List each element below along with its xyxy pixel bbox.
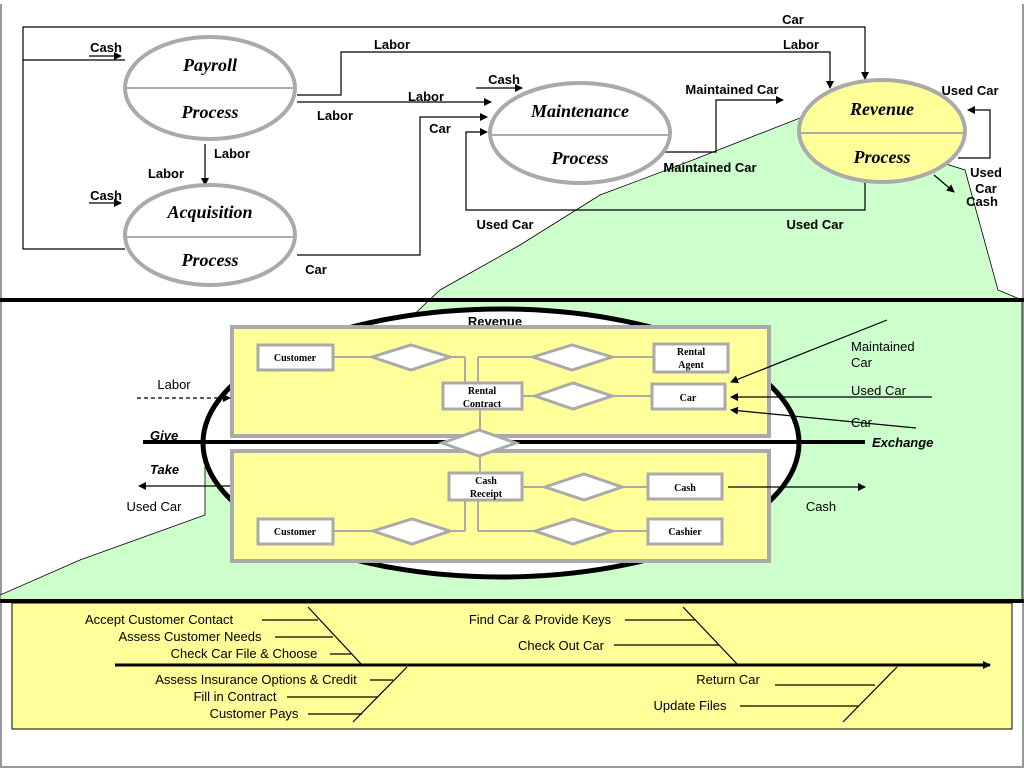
acquisition-title: Acquisition: [166, 202, 252, 222]
label-labor-to-maintenance: Labor: [408, 89, 444, 104]
diamond-exchange: [437, 428, 521, 458]
flow-left-bus: [22, 60, 125, 250]
rental-agent-line2: Agent: [678, 360, 704, 371]
activity-fill-contract: Fill in Contract: [193, 689, 276, 704]
label-labor-payroll-out: Labor: [317, 108, 353, 123]
flow-car-maintenance: [297, 113, 488, 256]
label-car-acquisition-out: Car: [305, 262, 327, 277]
entity-customer-bottom: Customer: [256, 517, 335, 546]
rental-agent-line1: Rental: [677, 347, 706, 358]
payroll-subtitle: Process: [181, 102, 239, 122]
label-car-top: Car: [782, 12, 804, 27]
acquisition-subtitle: Process: [181, 250, 239, 270]
activities-fishbone: Accept Customer Contact Assess Customer …: [11, 602, 1013, 730]
diamond-customer-lower: [368, 517, 455, 546]
acquisition-process: Acquisition Process: [123, 183, 297, 287]
label-car-right: Car: [851, 415, 873, 430]
svg-text:Customer: Customer: [274, 527, 317, 538]
label-used-car-left: Used Car: [127, 499, 183, 514]
payroll-title: Payroll: [182, 55, 237, 75]
payroll-process: Payroll Process: [123, 35, 297, 141]
activity-customer-pays: Customer Pays: [210, 706, 299, 721]
flow-car-top: [22, 26, 869, 80]
label-maintained-2: Car: [851, 355, 873, 370]
diamond-cashier: [530, 517, 617, 546]
revenue-subtitle: Process: [853, 147, 911, 167]
label-labor-rea: Labor: [157, 377, 191, 392]
svg-text:Car: Car: [680, 393, 697, 404]
label-cash-right: Cash: [806, 499, 836, 514]
process-model: Payroll Process Acquisition Process Main…: [22, 12, 1002, 287]
maintenance-process: Maintenance Process: [488, 81, 672, 185]
label-maintained-car-lower: Maintained Car: [663, 160, 756, 175]
maintenance-title: Maintenance: [530, 101, 629, 121]
svg-text:Cash: Cash: [475, 476, 497, 487]
diamond-car: [530, 381, 617, 411]
activity-assess-needs: Assess Customer Needs: [118, 629, 262, 644]
label-labor-left: Labor: [148, 166, 184, 181]
svg-text:Cashier: Cashier: [668, 527, 702, 538]
label-maintained-1: Maintained: [851, 339, 915, 354]
entity-rental-agent: Rental Agent: [652, 342, 730, 374]
label-labor-top: Labor: [374, 37, 410, 52]
flow-cash-out: [933, 174, 955, 193]
label-cash-payroll: Cash: [90, 40, 122, 55]
label-used-car-bottom-left: Used Car: [476, 217, 533, 232]
activity-check-out-car: Check Out Car: [518, 638, 605, 653]
activity-find-car: Find Car & Provide Keys: [469, 612, 612, 627]
label-cash-maintenance: Cash: [488, 72, 520, 87]
flow-maintained-car: [660, 96, 784, 153]
label-take: Take: [150, 462, 179, 477]
label-cash-out: Cash: [966, 194, 998, 209]
activity-return-car: Return Car: [696, 672, 760, 687]
entity-cash: Cash: [646, 472, 724, 501]
entity-car: Car: [650, 382, 727, 411]
label-used-car-right: Used Car: [851, 383, 907, 398]
label-labor-top-right: Labor: [783, 37, 819, 52]
label-labor-down: Labor: [214, 146, 250, 161]
flow-used-car-loop: [958, 106, 991, 159]
label-used-car-loop: Used Car: [941, 83, 998, 98]
activity-check-car-file: Check Car File & Choose: [171, 646, 318, 661]
svg-text:Contract: Contract: [463, 399, 502, 410]
entity-rental-contract: Rental Contract: [441, 381, 524, 411]
diamond-customer-upper: [367, 343, 455, 372]
label-used-car-bottom-right: Used Car: [786, 217, 843, 232]
label-maintained-car-out: Maintained Car: [685, 82, 778, 97]
svg-text:Customer: Customer: [274, 353, 317, 364]
svg-text:Cash: Cash: [674, 483, 696, 494]
arrow-maintained-car: [730, 319, 888, 384]
diamond-agent: [528, 343, 618, 372]
label-cash-acquisition: Cash: [90, 188, 122, 203]
arrow-car-in: [730, 406, 917, 429]
label-exchange: Exchange: [872, 435, 933, 450]
flow-used-car: [465, 128, 866, 211]
flow-labor-top: [297, 51, 834, 96]
svg-text:Receipt: Receipt: [470, 489, 503, 500]
entity-cash-receipt: Cash Receipt: [447, 471, 524, 502]
label-used-car-right-1: Used: [970, 165, 1002, 180]
activity-update-files: Update Files: [654, 698, 727, 713]
revenue-process: Revenue Process: [797, 78, 967, 184]
activity-assess-insurance: Assess Insurance Options & Credit: [155, 672, 357, 687]
revenue-title: Revenue: [849, 99, 914, 119]
entity-cashier: Cashier: [646, 517, 724, 546]
rea-model: Revenue: [127, 306, 933, 580]
entity-customer-top: Customer: [256, 343, 335, 372]
label-used-car-right-2: Car: [975, 181, 997, 196]
diamond-cash: [540, 472, 627, 502]
activity-accept-contact: Accept Customer Contact: [85, 612, 234, 627]
svg-text:Rental: Rental: [468, 386, 497, 397]
label-give: Give: [150, 428, 178, 443]
label-car-to-maintenance: Car: [429, 121, 451, 136]
maintenance-subtitle: Process: [551, 148, 609, 168]
